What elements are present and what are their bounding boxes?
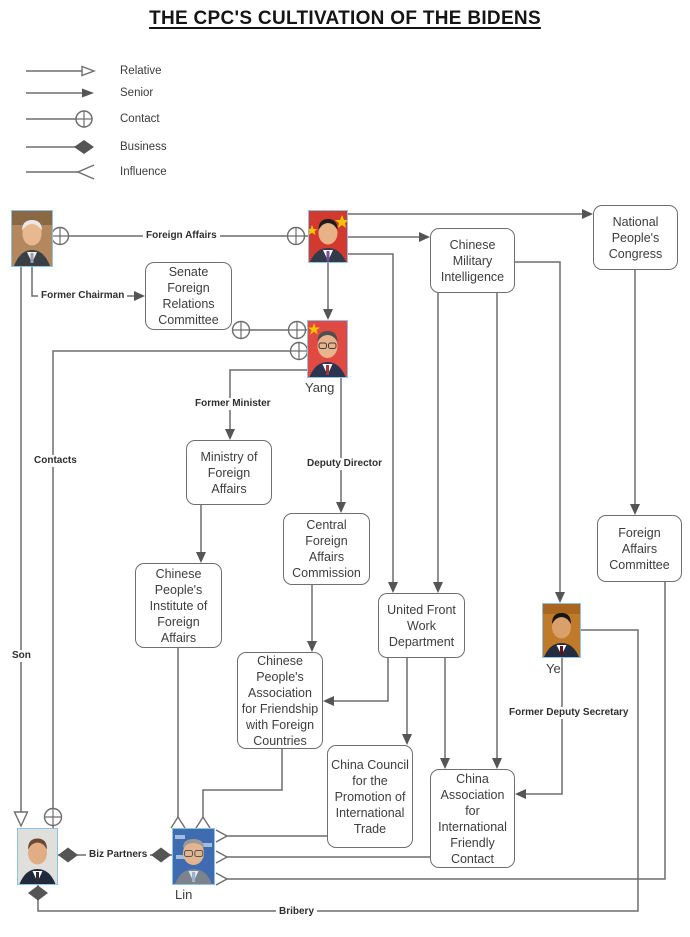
open-arrow-icon xyxy=(26,65,96,77)
relative-arrowhead xyxy=(13,811,29,828)
edge-label-contacts: Contacts xyxy=(31,455,80,467)
edge-former-deputy-secretary xyxy=(526,658,563,795)
edge-fac-lin xyxy=(227,582,666,880)
edge-label-biz-partners: Biz Partners xyxy=(86,849,151,861)
business-markers xyxy=(28,847,171,901)
edge-ufwd-cpaffc xyxy=(334,658,389,702)
edge-label-deputy-director: Deputy Director xyxy=(304,458,386,470)
legend-label: Business xyxy=(120,141,167,153)
photo-xi-jinping xyxy=(308,210,348,263)
org-box-central-foreign-affairs-commission: Central Foreign Affairs Commission xyxy=(283,513,370,585)
edge-label-foreign-affairs: Foreign Affairs xyxy=(143,230,220,242)
page-title: THE CPC'S CULTIVATION OF THE BIDENS xyxy=(149,8,541,29)
org-box-chinese-peoples-institute-of-foreign-affairs: Chinese People's Institute of Foreign Af… xyxy=(135,563,222,648)
edge-label-former-deputy-secretary: Former Deputy Secretary xyxy=(506,707,632,719)
legend-label: Influence xyxy=(120,166,167,178)
edge-contacts xyxy=(52,350,307,828)
filled-diamond-icon xyxy=(26,140,94,154)
org-box-foreign-affairs-committee: Foreign Affairs Committee xyxy=(597,515,682,582)
person-label-ye: Ye xyxy=(546,661,561,676)
legend-label: Relative xyxy=(120,65,162,77)
open-chevron-icon xyxy=(26,164,95,180)
edge-xi-ufwd xyxy=(348,253,394,582)
senior-arrowheads xyxy=(134,209,640,799)
legend-item-business: Business xyxy=(24,138,167,156)
legend-label: Senior xyxy=(120,87,154,99)
legend-item-influence: Influence xyxy=(24,163,167,181)
org-box-senate-foreign-relations-committee: Senate Foreign Relations Committee xyxy=(145,262,232,330)
org-box-ccpit: China Council for the Promotion of Inter… xyxy=(327,745,413,848)
edge-bribery xyxy=(37,629,639,912)
edge-label-bribery: Bribery xyxy=(276,906,318,918)
edge-label-former-chairman: Former Chairman xyxy=(38,290,128,302)
photo-ye xyxy=(542,603,581,658)
photo-yang xyxy=(307,320,348,378)
edge-label-son: Son xyxy=(9,650,34,662)
org-box-caifc: China Association for International Frie… xyxy=(430,769,515,868)
photo-lin xyxy=(172,828,215,885)
org-box-cpaffc: Chinese People's Association for Friends… xyxy=(237,652,323,749)
edge-cmi-ye xyxy=(515,261,561,592)
person-label-lin: Lin xyxy=(175,887,193,902)
legend-item-relative: Relative xyxy=(24,62,162,80)
influence-arrowheads xyxy=(170,815,229,886)
legend-item-contact: Contact xyxy=(24,110,160,128)
edge-label-former-minister: Former Minister xyxy=(192,398,274,410)
edge-cpaffc-lin xyxy=(202,749,283,817)
org-box-ministry-of-foreign-affairs: Ministry of Foreign Affairs xyxy=(186,440,272,505)
org-box-united-front-work-department: United Front Work Department xyxy=(378,593,465,658)
legend-label: Contact xyxy=(120,113,160,125)
photo-joe-biden xyxy=(11,210,53,267)
filled-arrow-icon xyxy=(26,88,94,98)
legend-item-senior: Senior xyxy=(24,84,153,102)
person-label-yang: Yang xyxy=(305,380,335,395)
photo-hunter-biden xyxy=(17,828,58,885)
org-box-national-peoples-congress: National People's Congress xyxy=(593,205,678,270)
circle-plus-icon xyxy=(26,110,93,128)
org-box-chinese-military-intelligence: Chinese Military Intelligence xyxy=(430,228,515,293)
